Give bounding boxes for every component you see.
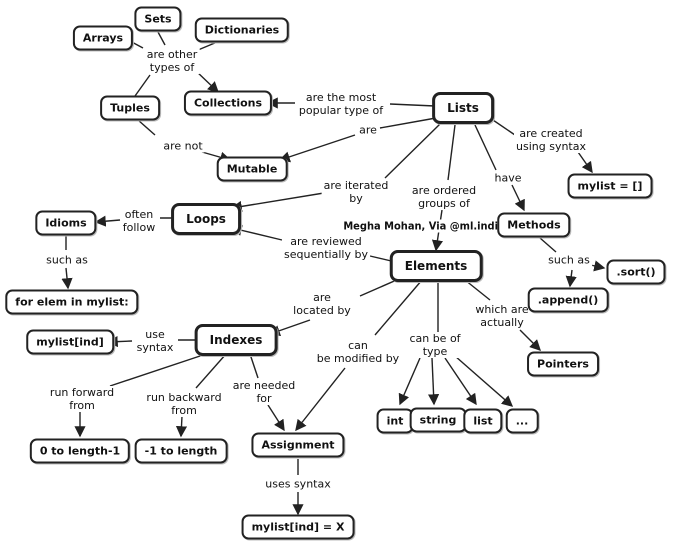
link-are-mutable [278, 134, 356, 163]
label-uses-syntax: uses syntax [263, 477, 333, 491]
link-tuples-arenot [137, 119, 156, 136]
node-tuples: Tuples [100, 95, 160, 121]
credit-text: Megha Mohan, Via @ml.india [341, 219, 507, 233]
node-ellipsis: ... [505, 408, 539, 434]
link-created-mylistempty [577, 151, 593, 174]
link-othertypes-tuples [134, 74, 151, 97]
node-sort: .sort() [606, 259, 666, 285]
node-methods: Methods [497, 212, 571, 238]
label-reviewed-sequentially-by: are reviewed sequentially by [282, 235, 370, 261]
node-string: string [409, 407, 467, 433]
link-have-methods [511, 184, 525, 212]
link-lists-iterated [384, 123, 441, 179]
node-arrays: Arrays [72, 25, 134, 51]
label-are-needed-for: are needed for [230, 379, 298, 405]
link-type-ellipsis [454, 355, 514, 407]
node-idioms: Idioms [35, 210, 97, 236]
link-methods-suchas [539, 237, 557, 253]
node-for-elem: for elem in mylist: [5, 289, 139, 315]
node-mutable: Mutable [216, 156, 288, 182]
node-dictionaries: Dictionaries [194, 17, 290, 43]
label-most-popular-type-of: are the most popular type of [296, 91, 386, 117]
link-lists-created [489, 117, 516, 136]
label-which-are-actually: which are actually [473, 303, 531, 329]
node-loops: Loops [171, 203, 241, 235]
node-range-forward: 0 to length-1 [29, 438, 131, 464]
label-such-as-idioms: such as [44, 253, 90, 267]
label-can-be-of-type: can be of type [407, 332, 463, 358]
node-int: int [376, 408, 414, 434]
link-suchas-forelem [61, 267, 73, 290]
link-indexes-forward [109, 351, 213, 387]
label-can-be-modified-by: can be modified by [314, 339, 402, 365]
node-list: list [463, 408, 503, 434]
link-suchas-append [565, 269, 577, 288]
link-actually-pointers [519, 329, 541, 351]
label-are-other-types-of: are other types of [144, 48, 200, 74]
node-range-backward: -1 to length [134, 438, 228, 464]
label-often-follow: often follow [120, 208, 158, 234]
link-needed-assignment [267, 404, 285, 432]
link-follow-idioms [94, 215, 121, 227]
link-sets-othertypes [157, 31, 166, 46]
link-lists-have [474, 124, 497, 171]
label-are: are [357, 123, 379, 137]
node-sets: Sets [134, 6, 182, 32]
node-pointers: Pointers [527, 351, 599, 377]
link-lists-are [379, 117, 437, 129]
link-elements-modified [374, 279, 423, 336]
link-lists-ordered [447, 124, 456, 181]
node-mylist-ind: mylist[ind] [26, 329, 114, 355]
node-indexes: Indexes [194, 324, 278, 356]
label-are-iterated-by: are iterated by [321, 179, 391, 205]
node-append: .append() [527, 287, 609, 313]
label-are-not: are not [161, 139, 205, 153]
node-mylist-assign: mylist[ind] = X [241, 514, 355, 540]
link-lists-popular [389, 103, 436, 107]
label-run-backward-from: run backward from [144, 391, 224, 417]
link-type-string [427, 357, 440, 406]
link-indexes-backward [195, 353, 227, 389]
link-modified-assignment [295, 367, 346, 432]
node-collections: Collections [183, 90, 273, 116]
label-use-syntax: use syntax [134, 328, 176, 354]
link-indexes-needed [249, 353, 259, 379]
label-have: have [492, 171, 524, 185]
label-are-ordered-groups-of: are ordered groups of [409, 184, 479, 210]
label-are-created-using-syntax: are created using syntax [514, 127, 588, 153]
link-type-int [398, 357, 421, 406]
node-lists: Lists [432, 92, 494, 124]
node-assignment: Assignment [251, 432, 345, 458]
node-elements: Elements [389, 250, 483, 282]
label-run-forward-from: run forward from [47, 386, 117, 412]
link-backward-range [175, 415, 188, 438]
label-such-as-methods: such as [546, 253, 592, 267]
link-iterated-loops [230, 191, 331, 212]
link-type-list [444, 357, 477, 406]
node-mylist-empty: mylist = [] [567, 173, 653, 199]
label-are-located-by: are located by [291, 291, 353, 317]
